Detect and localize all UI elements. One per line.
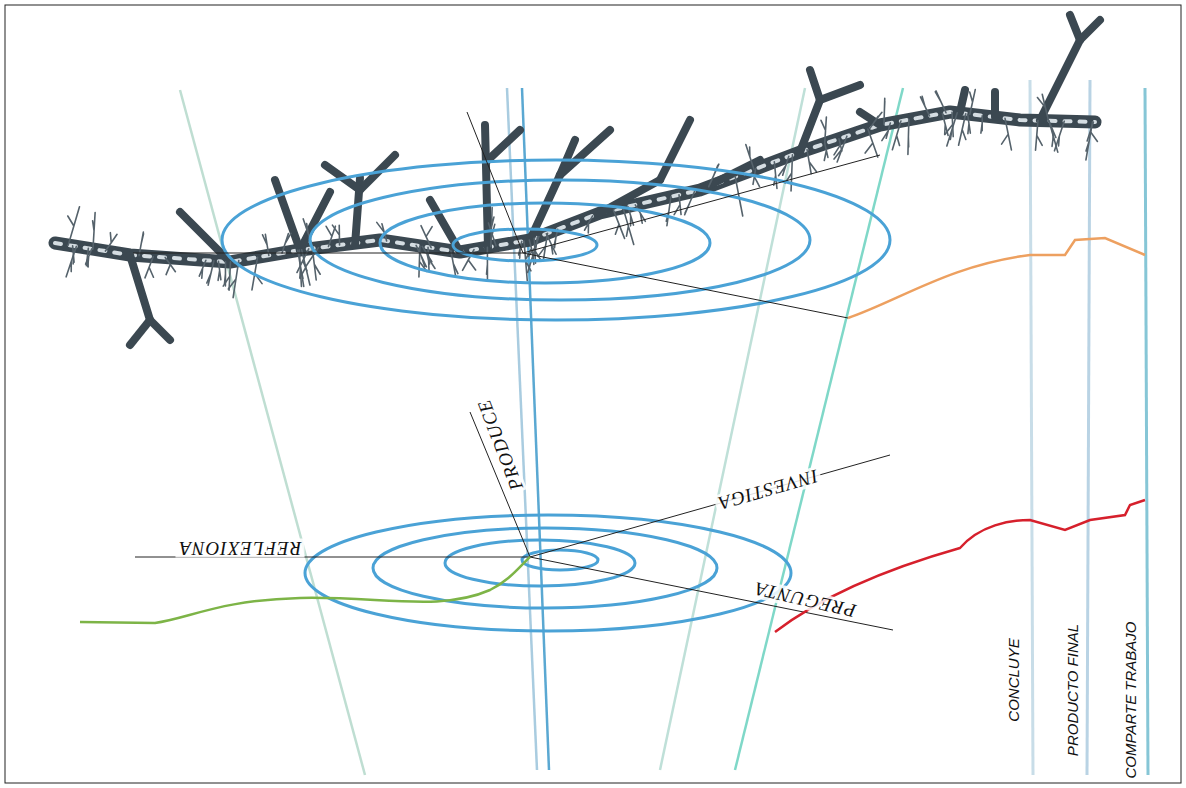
stage-label: CONCLUYE (1006, 636, 1021, 723)
axis-label: INVESTIGA (713, 466, 823, 514)
stage-label: PRODUCTO FINAL (1065, 622, 1080, 758)
axis-label: REFLEXIONA (176, 539, 305, 558)
axis-label: PREGUNTA (749, 578, 860, 621)
axis-label: PRODUCE (473, 394, 527, 496)
stage-label: COMPARTE TRABAJO (1123, 620, 1138, 781)
